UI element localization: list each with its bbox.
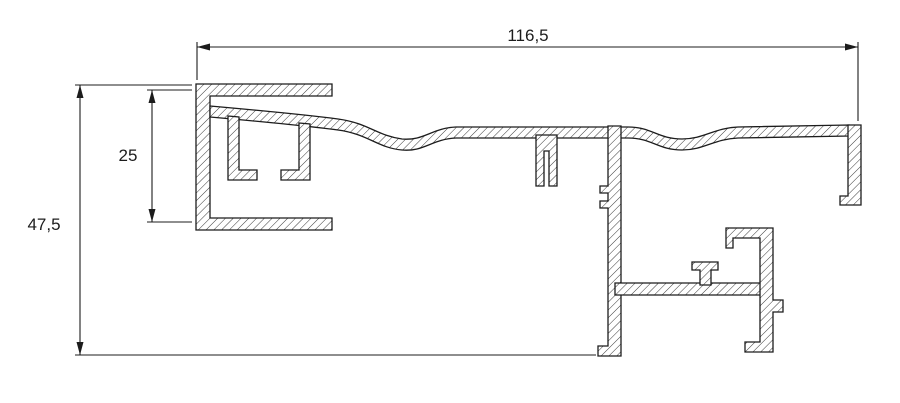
arrowhead-bottom bbox=[148, 209, 156, 222]
arrowhead-left bbox=[197, 43, 210, 51]
arrowhead-right bbox=[845, 43, 858, 51]
arrowhead-top bbox=[148, 90, 156, 103]
dimension-inner-height: 25 bbox=[119, 89, 192, 223]
dimension-label-total-height: 47,5 bbox=[27, 215, 60, 234]
dimension-label-top-width: 116,5 bbox=[507, 26, 548, 45]
arrowhead-bottom bbox=[76, 342, 84, 355]
channel-hook-right bbox=[280, 122, 311, 181]
bottom-web-section bbox=[614, 282, 767, 296]
dimension-label-inner-height: 25 bbox=[119, 146, 138, 165]
main-vertical-wall bbox=[597, 125, 622, 357]
dimension-total-height: 47,5 bbox=[27, 84, 596, 356]
bottom-web-hook bbox=[691, 261, 719, 286]
channel-hook-left bbox=[227, 115, 258, 181]
right-wall-section bbox=[725, 227, 784, 353]
dimension-top-width: 116,5 bbox=[196, 26, 859, 121]
middle-fork-hook bbox=[535, 134, 558, 187]
far-right-stub bbox=[839, 124, 862, 206]
arrowhead-top bbox=[76, 85, 84, 98]
left-channel-section bbox=[195, 83, 333, 231]
profile-cross-section bbox=[195, 83, 862, 357]
